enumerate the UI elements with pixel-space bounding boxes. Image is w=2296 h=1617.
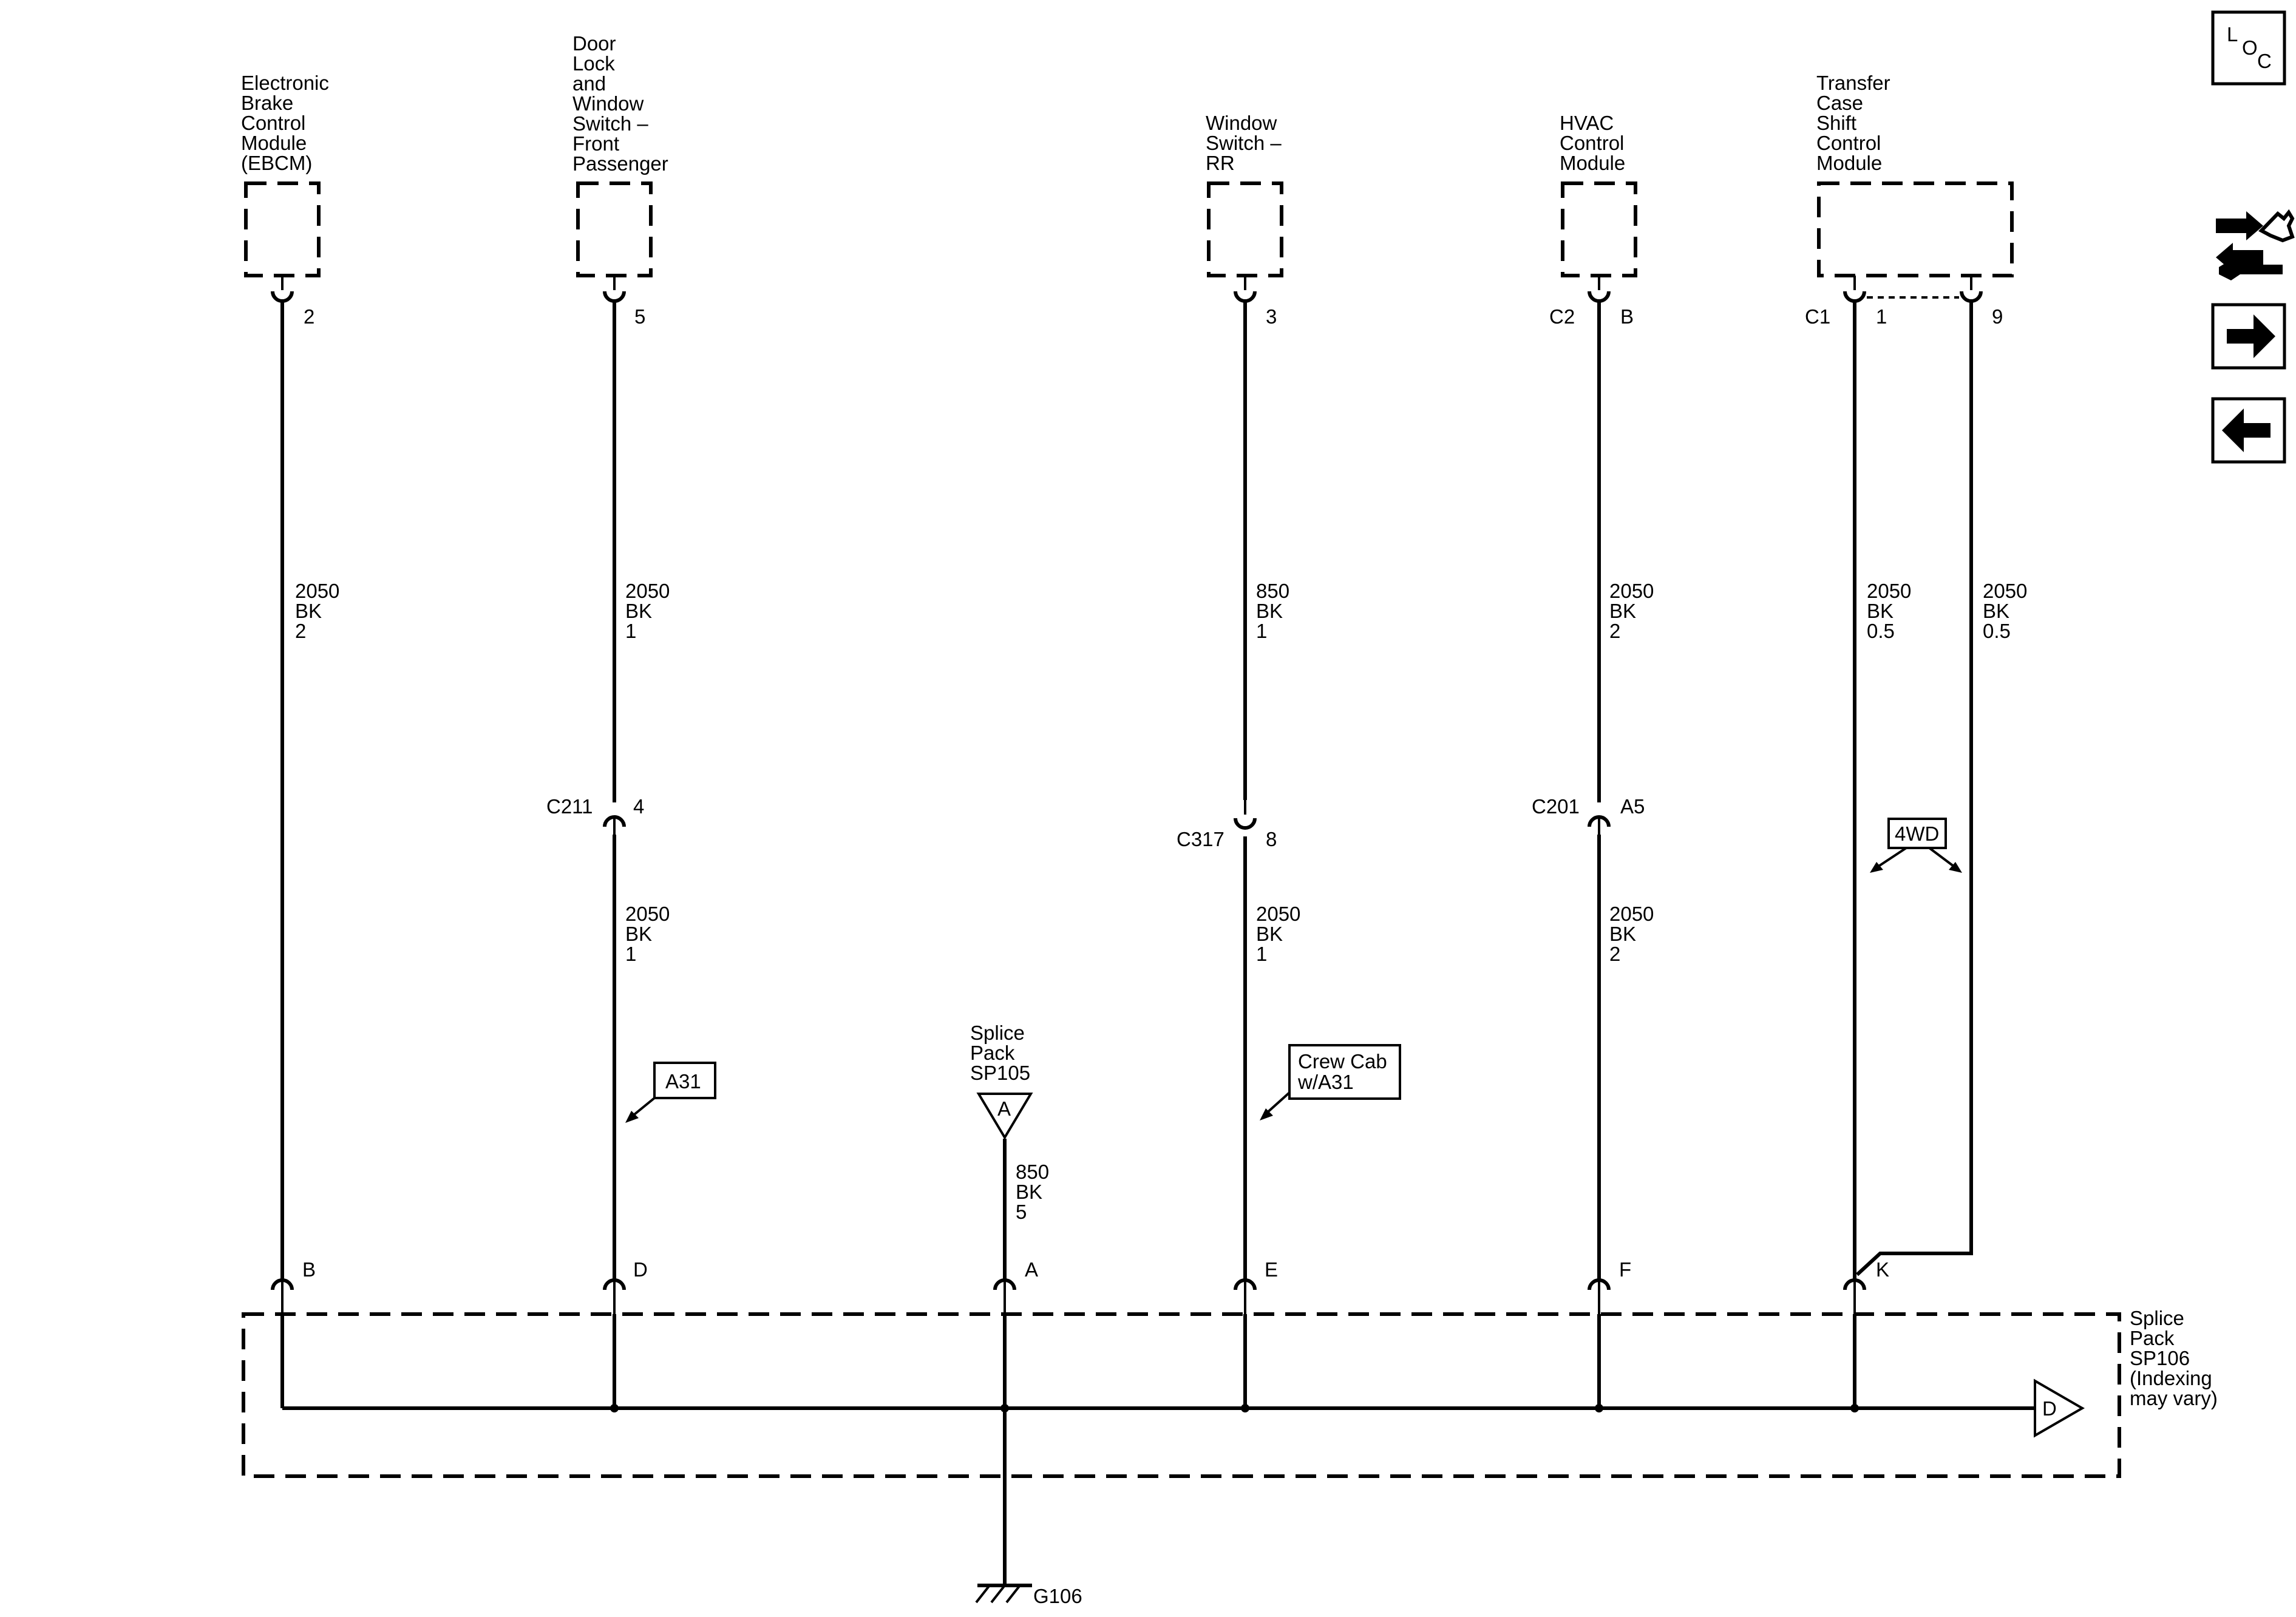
crew-cab-option-tag <box>1260 1044 1401 1120</box>
tcscm-wire-spec-pin-9: 2050 BK 0.5 <box>1983 580 2033 642</box>
sp106-pin-e: E <box>1265 1258 1278 1281</box>
window-rr-wire-spec-lower: 2050 BK 1 <box>1256 903 1306 965</box>
hvac-module-box <box>1561 181 1637 277</box>
window-switch-rr-box <box>1207 181 1283 277</box>
door-lock-switch-box <box>576 181 653 277</box>
arrow-left-icon <box>2222 408 2271 452</box>
hvac-module-label: HVAC Control Module <box>1560 112 1630 174</box>
tcscm-pin-9: 9 <box>1992 305 2003 328</box>
sp106-terminal-k <box>1843 1278 1866 1314</box>
c211-inline-connector <box>603 815 626 835</box>
window-rr-terminal <box>1234 276 1257 303</box>
sp105-triangle <box>976 1093 1033 1140</box>
c317-inline-connector <box>1234 800 1257 830</box>
sp106-label: Splice Pack SP106 (Indexing may vary) <box>2130 1307 2218 1409</box>
c201-label: C201 <box>1532 795 1580 818</box>
tcscm-terminal-1 <box>1843 276 1866 303</box>
tcscm-pin-1: 1 <box>1876 305 1887 328</box>
door-lock-pin: 5 <box>634 305 645 328</box>
c201-inline-connector <box>1588 815 1611 835</box>
ebcm-label: Electronic Brake Control Module (EBCM) <box>241 72 335 174</box>
sp106-pin-b: B <box>302 1258 316 1281</box>
door-lock-wire-spec-upper: 2050 BK 1 <box>625 580 676 642</box>
door-lock-switch-label: Door Lock and Window Switch – Front Pass… <box>572 32 668 175</box>
hvac-connector-id: C2 <box>1549 305 1575 328</box>
tcscm-wire-spec-pin-1: 2050 BK 0.5 <box>1867 580 1917 642</box>
sp106-continuation-triangle <box>2034 1378 2085 1438</box>
sp106-pin-f: F <box>1619 1258 1631 1281</box>
ground-symbol <box>975 1584 1032 1604</box>
previous-page-button[interactable] <box>2211 397 2286 464</box>
sp106-pin-d: D <box>633 1258 648 1281</box>
c211-pin: 4 <box>633 795 644 818</box>
tcscm-connector-id: C1 <box>1805 305 1830 328</box>
hvac-pin: B <box>1620 305 1634 328</box>
ebcm-terminal <box>271 276 294 303</box>
connector-wrench-icon[interactable] <box>2216 209 2295 280</box>
sp106-pin-a: A <box>1025 1258 1038 1281</box>
window-rr-pin: 3 <box>1266 305 1277 328</box>
a31-option-text: A31 <box>665 1070 701 1093</box>
arrow-right-icon <box>2227 314 2275 358</box>
c317-label: C317 <box>1177 828 1224 850</box>
hvac-terminal <box>1588 276 1611 303</box>
fourwd-option-tag <box>1870 818 1962 873</box>
sp106-splice-box <box>242 1312 2121 1478</box>
ebcm-box <box>244 181 321 277</box>
c211-label: C211 <box>546 795 593 818</box>
c317-pin: 8 <box>1266 828 1277 850</box>
sp105-pin: A <box>997 1097 1011 1120</box>
sp106-continuation-label: D <box>2042 1397 2057 1420</box>
tcscm-wire-pin-9 <box>1855 301 1973 1276</box>
ebcm-pin: 2 <box>304 305 314 328</box>
door-lock-wire-spec-lower: 2050 BK 1 <box>625 903 676 965</box>
next-page-button[interactable] <box>2211 303 2286 370</box>
a31-option-tag <box>625 1062 716 1123</box>
sp106-terminal-b <box>271 1278 294 1314</box>
loc-letter-c: C <box>2257 50 2272 72</box>
sp105-wire-spec: 850 BK 5 <box>1016 1161 1055 1223</box>
sp105-label: Splice Pack SP105 <box>970 1022 1030 1084</box>
crew-cab-option-text: Crew Cab w/A31 <box>1297 1050 1393 1093</box>
door-lock-terminal <box>603 276 626 303</box>
loc-letter-l: L <box>2227 23 2238 46</box>
hvac-wire-spec-lower: 2050 BK 2 <box>1609 903 1660 965</box>
ground-label: G106 <box>1033 1585 1082 1607</box>
loc-button[interactable]: L O C <box>2211 10 2286 86</box>
transfer-case-module-box <box>1817 181 2014 277</box>
sp106-terminal-e <box>1234 1278 1257 1314</box>
loc-letter-o: O <box>2242 36 2258 59</box>
window-switch-rr-label: Window Switch – RR <box>1206 112 1287 174</box>
sp106-terminal-d <box>603 1278 626 1314</box>
window-rr-wire-spec-upper: 850 BK 1 <box>1256 580 1295 642</box>
sp106-terminal-f <box>1588 1278 1611 1314</box>
tcscm-terminal-9 <box>1960 276 1983 303</box>
sp106-terminal-a <box>993 1278 1016 1314</box>
sp106-pin-k: K <box>1876 1258 1889 1281</box>
ebcm-wire-spec: 2050 BK 2 <box>295 580 345 642</box>
hvac-wire-spec-upper: 2050 BK 2 <box>1609 580 1660 642</box>
fourwd-option-text: 4WD <box>1895 822 1939 845</box>
transfer-case-module-label: Transfer Case Shift Control Module <box>1816 72 1896 174</box>
c201-pin: A5 <box>1620 795 1645 818</box>
sp106-junction-dots <box>610 1404 1859 1412</box>
